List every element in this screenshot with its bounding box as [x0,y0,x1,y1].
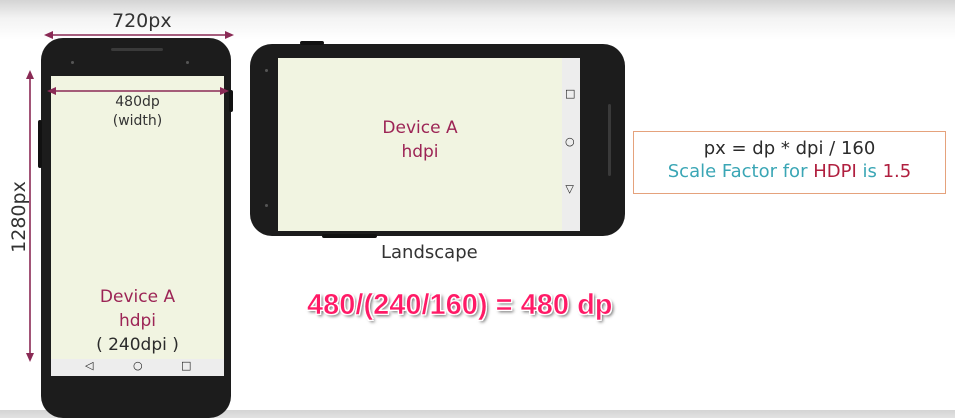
landscape-speaker [608,104,611,176]
portrait-width-dp-label: 480dp [115,94,160,110]
portrait-width-px-arrow [44,31,234,39]
portrait-camera [71,61,74,64]
back-icon[interactable]: ◁ [85,359,94,372]
landscape-sensor [265,204,268,207]
formula-line: px = dp * dpi / 160 [703,138,876,159]
landscape-nav-bar: □ ○ ◁ [562,58,580,231]
scale-factor-value: 1.5 [882,161,912,182]
portrait-width-px-label: 720px [112,10,172,32]
portrait-density: hdpi [118,311,157,332]
scale-factor-prefix: Scale Factor for [667,161,814,182]
landscape-caption: Landscape [381,242,478,263]
recents-icon[interactable]: □ [565,87,576,100]
portrait-width-dp-arrow [47,87,229,95]
recents-icon[interactable]: □ [181,359,192,372]
landscape-phone: Device A hdpi □ ○ ◁ [250,41,625,238]
landscape-screen: Device A hdpi [278,58,562,231]
landscape-side-button [300,41,324,45]
landscape-side-button [322,234,377,238]
portrait-speaker [111,48,163,51]
scale-factor-mid: is [856,161,883,182]
landscape-camera [265,69,268,72]
portrait-side-button [38,120,42,168]
equation-text: 480/(240/160) = 480 dp [307,289,613,322]
portrait-sensor [186,61,189,64]
portrait-screen: Device A hdpi ( 240dpi ) [51,76,224,359]
portrait-dpi: ( 240dpi ) [96,335,179,356]
home-icon[interactable]: ○ [133,359,143,372]
formula-box: px = dp * dpi / 160 Scale Factor for HDP… [633,131,946,194]
portrait-width-dp-sub: (width) [112,113,163,129]
portrait-nav-bar: ◁ ○ □ [51,359,224,376]
scale-factor-hdpi: HDPI [813,161,857,182]
portrait-phone: Device A hdpi ( 240dpi ) 480dp (width) ◁… [38,38,233,418]
portrait-side-button [229,90,233,112]
landscape-density: hdpi [401,142,439,163]
landscape-device-label: Device A hdpi [278,117,562,163]
portrait-height-px-arrow [26,70,34,362]
home-icon[interactable]: ○ [565,135,575,148]
portrait-device-label: Device A hdpi ( 240dpi ) [51,286,224,355]
back-icon[interactable]: ◁ [562,185,576,194]
scale-factor-line: Scale Factor for HDPI is 1.5 [634,161,945,182]
portrait-device-name: Device A [99,287,176,307]
landscape-device-name: Device A [382,118,458,138]
